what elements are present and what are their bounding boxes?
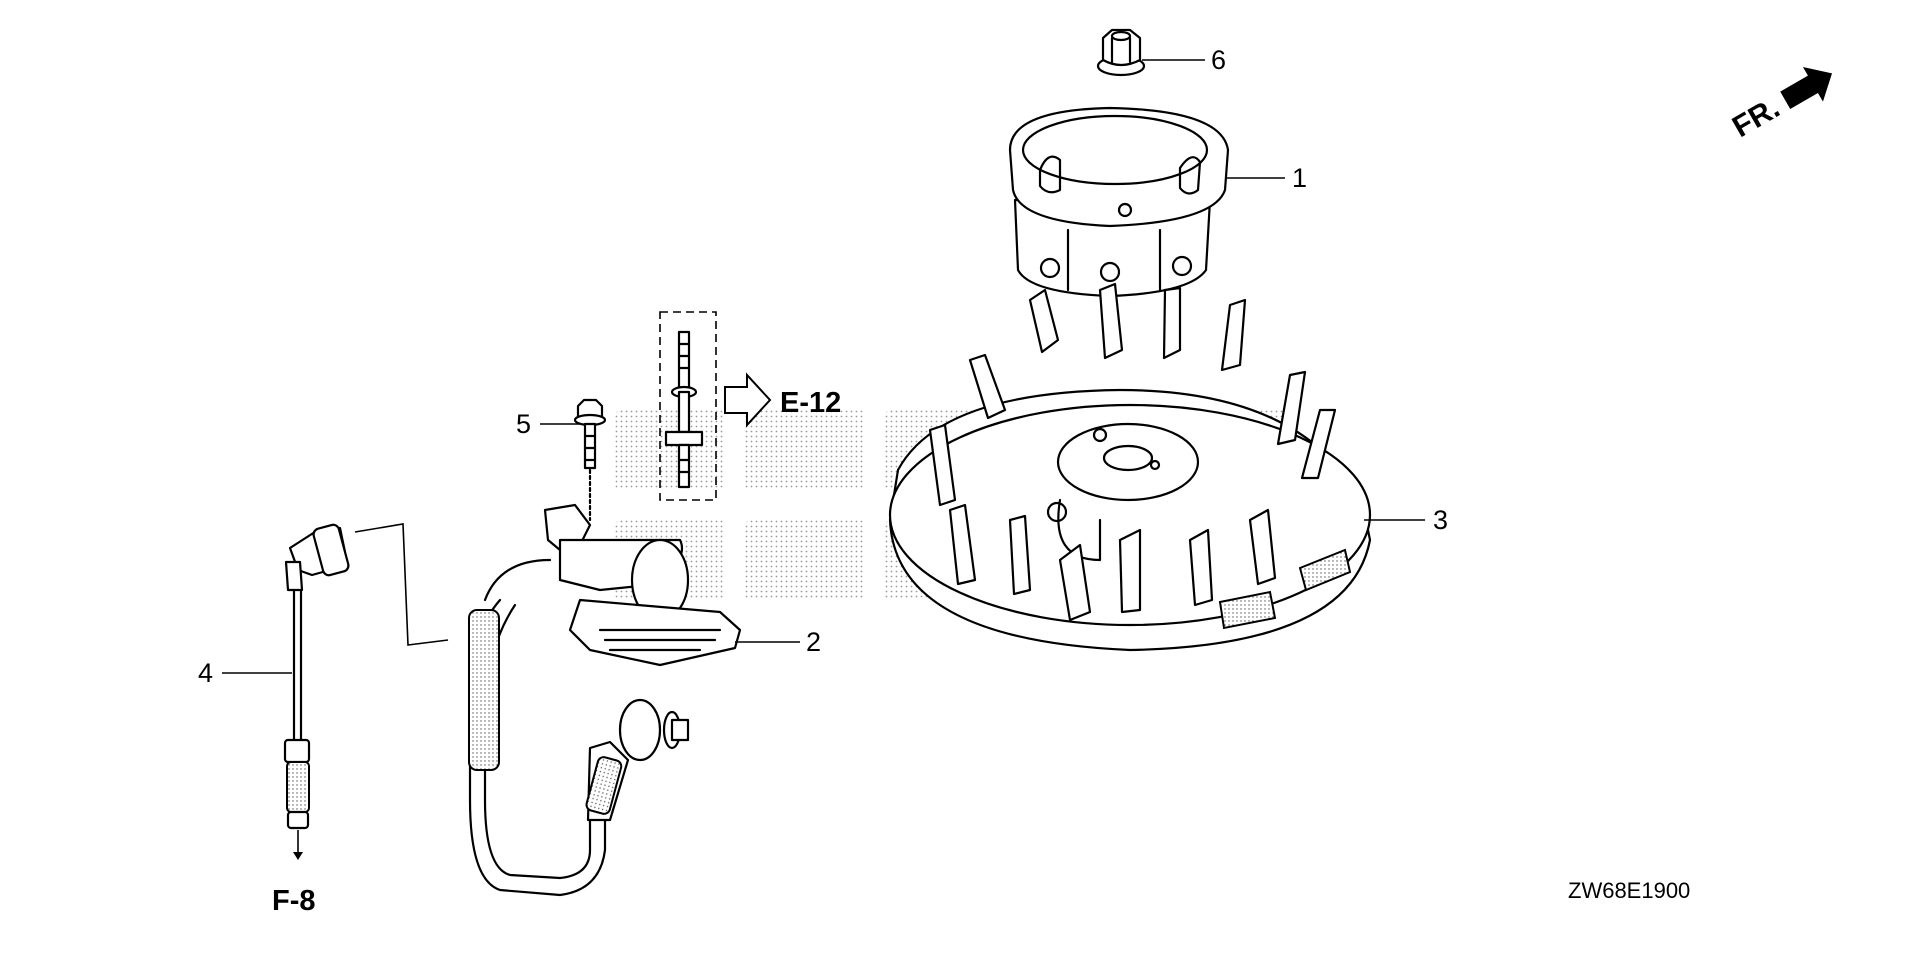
magnet-vent xyxy=(1218,548,1352,630)
reference-e12: E-12 xyxy=(780,387,841,419)
callout-2: 2 xyxy=(806,627,821,657)
part-2-ignition-coil xyxy=(354,503,742,897)
front-label: FR. xyxy=(1727,91,1785,144)
drawing-code: ZW68E1900 xyxy=(1568,878,1690,903)
reference-arrow-e12 xyxy=(724,372,772,428)
front-arrow-icon xyxy=(1780,67,1832,109)
callout-5: 5 xyxy=(516,409,531,439)
part-3-flywheel xyxy=(888,282,1372,652)
part-1-starter-pulley xyxy=(1008,106,1230,298)
reference-f8: F-8 xyxy=(272,885,316,917)
stud-bolt-reference-box xyxy=(659,311,717,501)
part-6-flange-nut xyxy=(1096,28,1146,77)
callout-6: 6 xyxy=(1211,45,1226,75)
part-5-bolt xyxy=(573,398,607,522)
front-direction-indicator: FR. xyxy=(1727,67,1832,144)
callout-3: 3 xyxy=(1433,505,1448,535)
part-4-stop-wire xyxy=(283,523,350,860)
callout-4: 4 xyxy=(198,658,213,688)
leader-lines xyxy=(222,59,1425,674)
callout-1: 1 xyxy=(1292,163,1307,193)
